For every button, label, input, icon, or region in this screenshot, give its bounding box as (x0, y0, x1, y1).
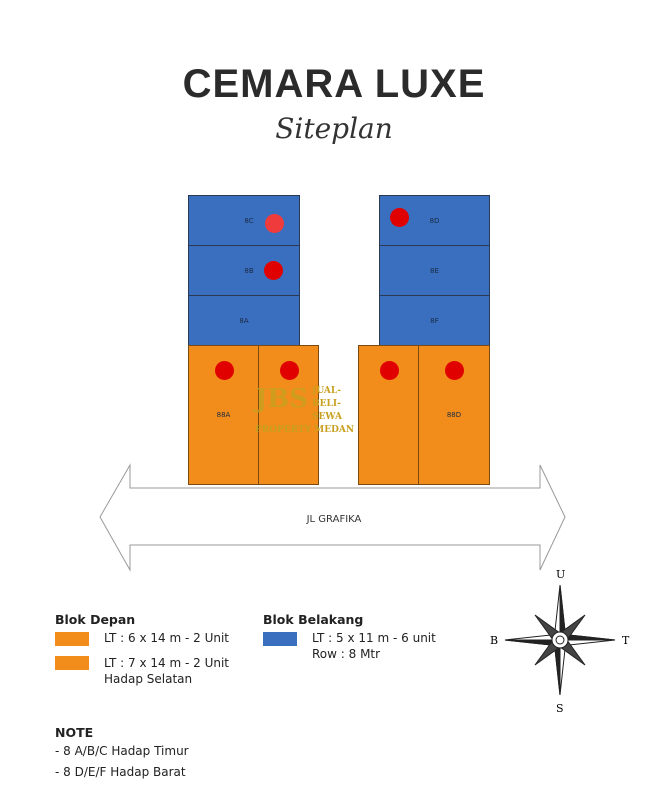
compass-east: T (622, 634, 630, 647)
page-subtitle: Siteplan (275, 112, 393, 145)
lot-front-2 (258, 345, 319, 485)
legend-text: Row : 8 Mtr (312, 647, 381, 661)
lot-label: 8A (239, 316, 249, 325)
legend-swatch-orange (55, 656, 89, 670)
lot-label: 8B (244, 266, 254, 275)
legend-text: LT : 7 x 14 m - 2 Unit (104, 656, 230, 670)
note-line2: - 8 D/E/F Hadap Barat (55, 765, 186, 779)
legend-swatch-orange (55, 632, 89, 646)
lot-label: 8C (244, 216, 254, 225)
lot-label: 88D (446, 411, 462, 419)
lot-8e: 8E (379, 245, 490, 296)
marker-dot (215, 361, 234, 380)
watermark-logo: JBS (255, 384, 309, 414)
marker-dot (280, 361, 299, 380)
page-title: CEMARA LUXE (182, 62, 486, 106)
legend-front-item1: LT : 6 x 14 m - 2 Unit (104, 631, 230, 645)
marker-dot (265, 214, 284, 233)
marker-dot (264, 261, 283, 280)
lot-8a: 8A (188, 295, 300, 346)
legend-swatch-blue (263, 632, 297, 646)
watermark-line2: PROPERTY MEDAN (255, 425, 355, 435)
lot-label: 8D (429, 216, 440, 225)
watermark-line1: JUAL-BELI-SEWA (312, 386, 342, 422)
lot-8b: 8B (188, 245, 300, 296)
watermark: JBS JUAL-BELI-SEWA PROPERTY MEDAN (255, 385, 354, 437)
lot-label: 8E (430, 266, 439, 275)
lot-8f: 8F (379, 295, 490, 346)
road-label: JL GRAFIKA (306, 514, 362, 525)
compass-west: B (490, 634, 499, 647)
note-heading: NOTE (55, 725, 94, 740)
marker-dot (390, 208, 409, 227)
legend-text: LT : 5 x 11 m - 6 unit (312, 631, 436, 645)
lot-label: 88A (216, 411, 231, 419)
lot-label: 8F (430, 316, 439, 325)
legend-text: Hadap Selatan (104, 672, 193, 686)
compass-rose-icon (504, 584, 616, 696)
legend-back-heading: Blok Belakang (263, 612, 364, 627)
note-line1: - 8 A/B/C Hadap Timur (55, 744, 189, 758)
compass-north: U (556, 568, 566, 581)
compass-south: S (556, 702, 564, 715)
legend-front-heading: Blok Depan (55, 612, 136, 627)
marker-dot (445, 361, 464, 380)
marker-dot (380, 361, 399, 380)
